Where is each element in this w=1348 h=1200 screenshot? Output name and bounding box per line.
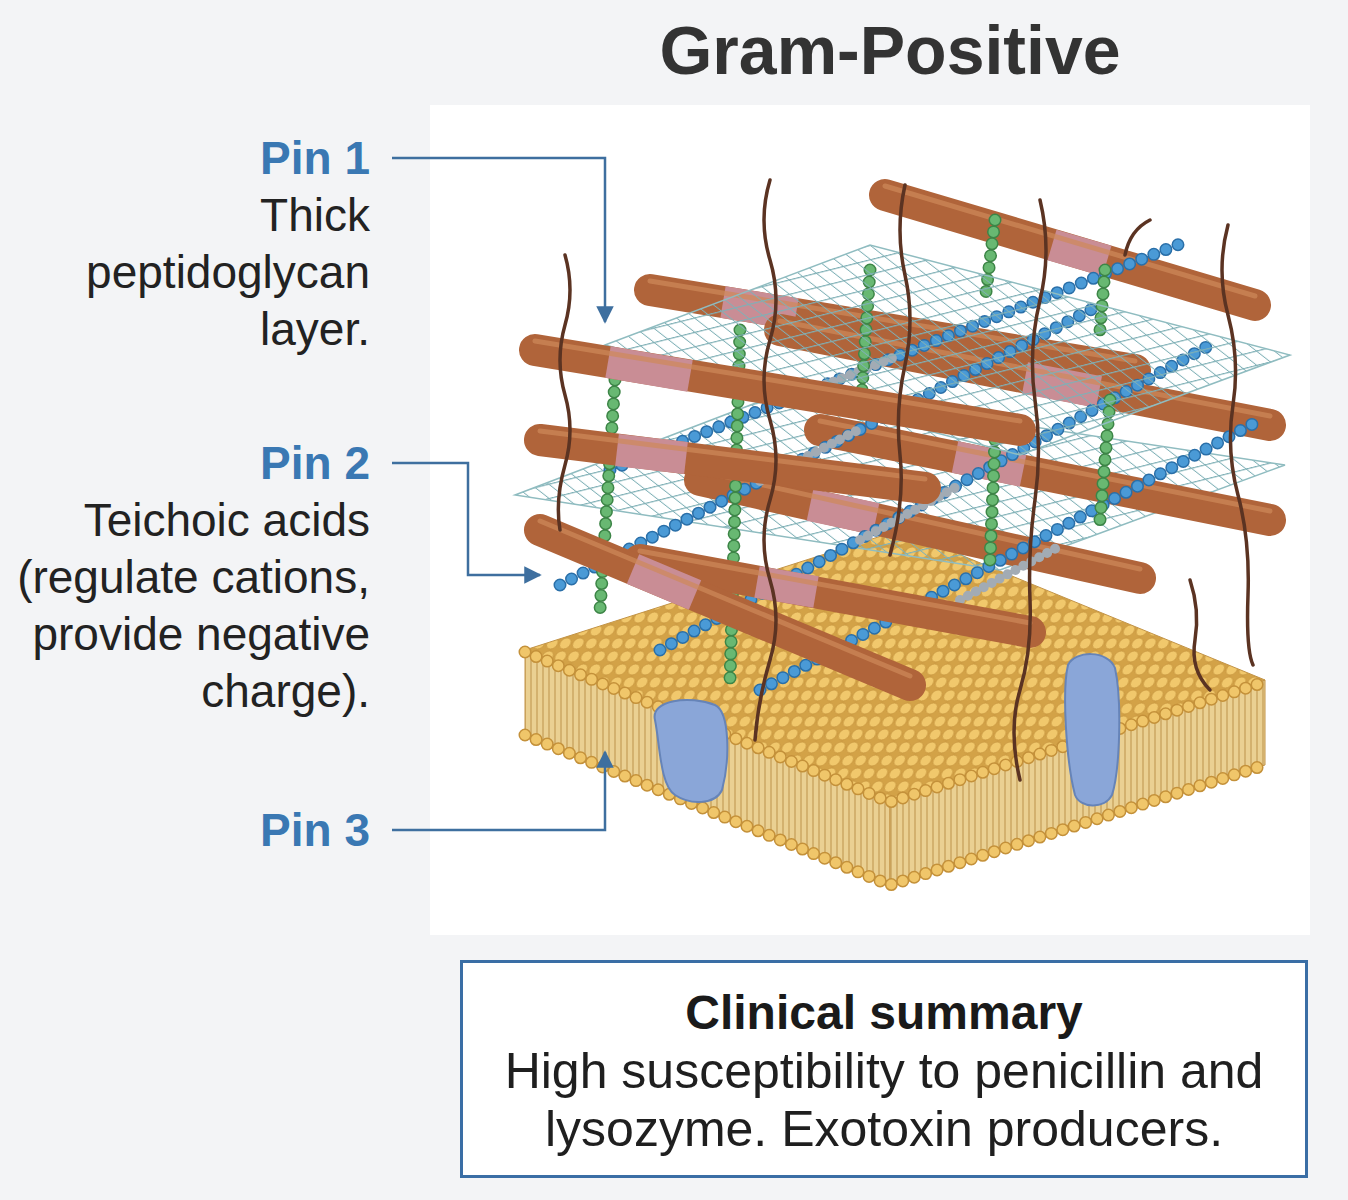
leader-line <box>392 158 605 322</box>
membrane-protein <box>655 700 728 802</box>
rod-segment <box>617 450 686 458</box>
peptide-bridge <box>960 546 1060 600</box>
callout-number: Pin 2 <box>0 435 370 492</box>
box-heading: Clinical summary <box>483 984 1285 1042</box>
callout-note: Teichoic acids (regulate cations, provid… <box>0 492 370 720</box>
wavy-strand <box>1222 225 1253 665</box>
callout-number: Pin 3 <box>0 802 370 859</box>
wavy-strand <box>558 255 570 530</box>
diagram-title: Gram-Positive <box>430 8 1348 92</box>
leader-line <box>392 752 605 830</box>
callout-note: Thick peptidoglycan layer. <box>0 187 370 358</box>
wavy-strand <box>1190 580 1210 690</box>
teichoic-chain <box>990 440 995 560</box>
rod-highlight <box>535 341 1020 421</box>
rod-highlight <box>540 521 910 676</box>
callout-number: Pin 1 <box>0 130 370 187</box>
leader-lines <box>392 158 605 830</box>
lipid-head-row <box>525 735 1265 885</box>
glycan-rods-front <box>535 341 1030 685</box>
wavy-strand <box>1125 220 1150 255</box>
wavy-strand <box>1014 200 1046 780</box>
glycan-rod <box>540 530 910 685</box>
leader-line <box>392 463 540 575</box>
glycan-rod <box>540 440 925 488</box>
teichoic-chain <box>990 440 995 560</box>
box-body: High susceptibility to penicillin and ly… <box>483 1042 1285 1158</box>
membrane-protein <box>1065 654 1119 805</box>
wavy-strand <box>755 180 776 740</box>
glycan-rod <box>535 350 1020 430</box>
wavy-strand <box>890 185 910 555</box>
summary-box: Clinical summaryHigh susceptibility to p… <box>460 960 1308 1178</box>
lipoteichoic-strands <box>558 180 1253 780</box>
lipid-head-row <box>525 735 1265 885</box>
illustration-panel <box>430 105 1310 935</box>
rod-highlight <box>540 431 925 479</box>
